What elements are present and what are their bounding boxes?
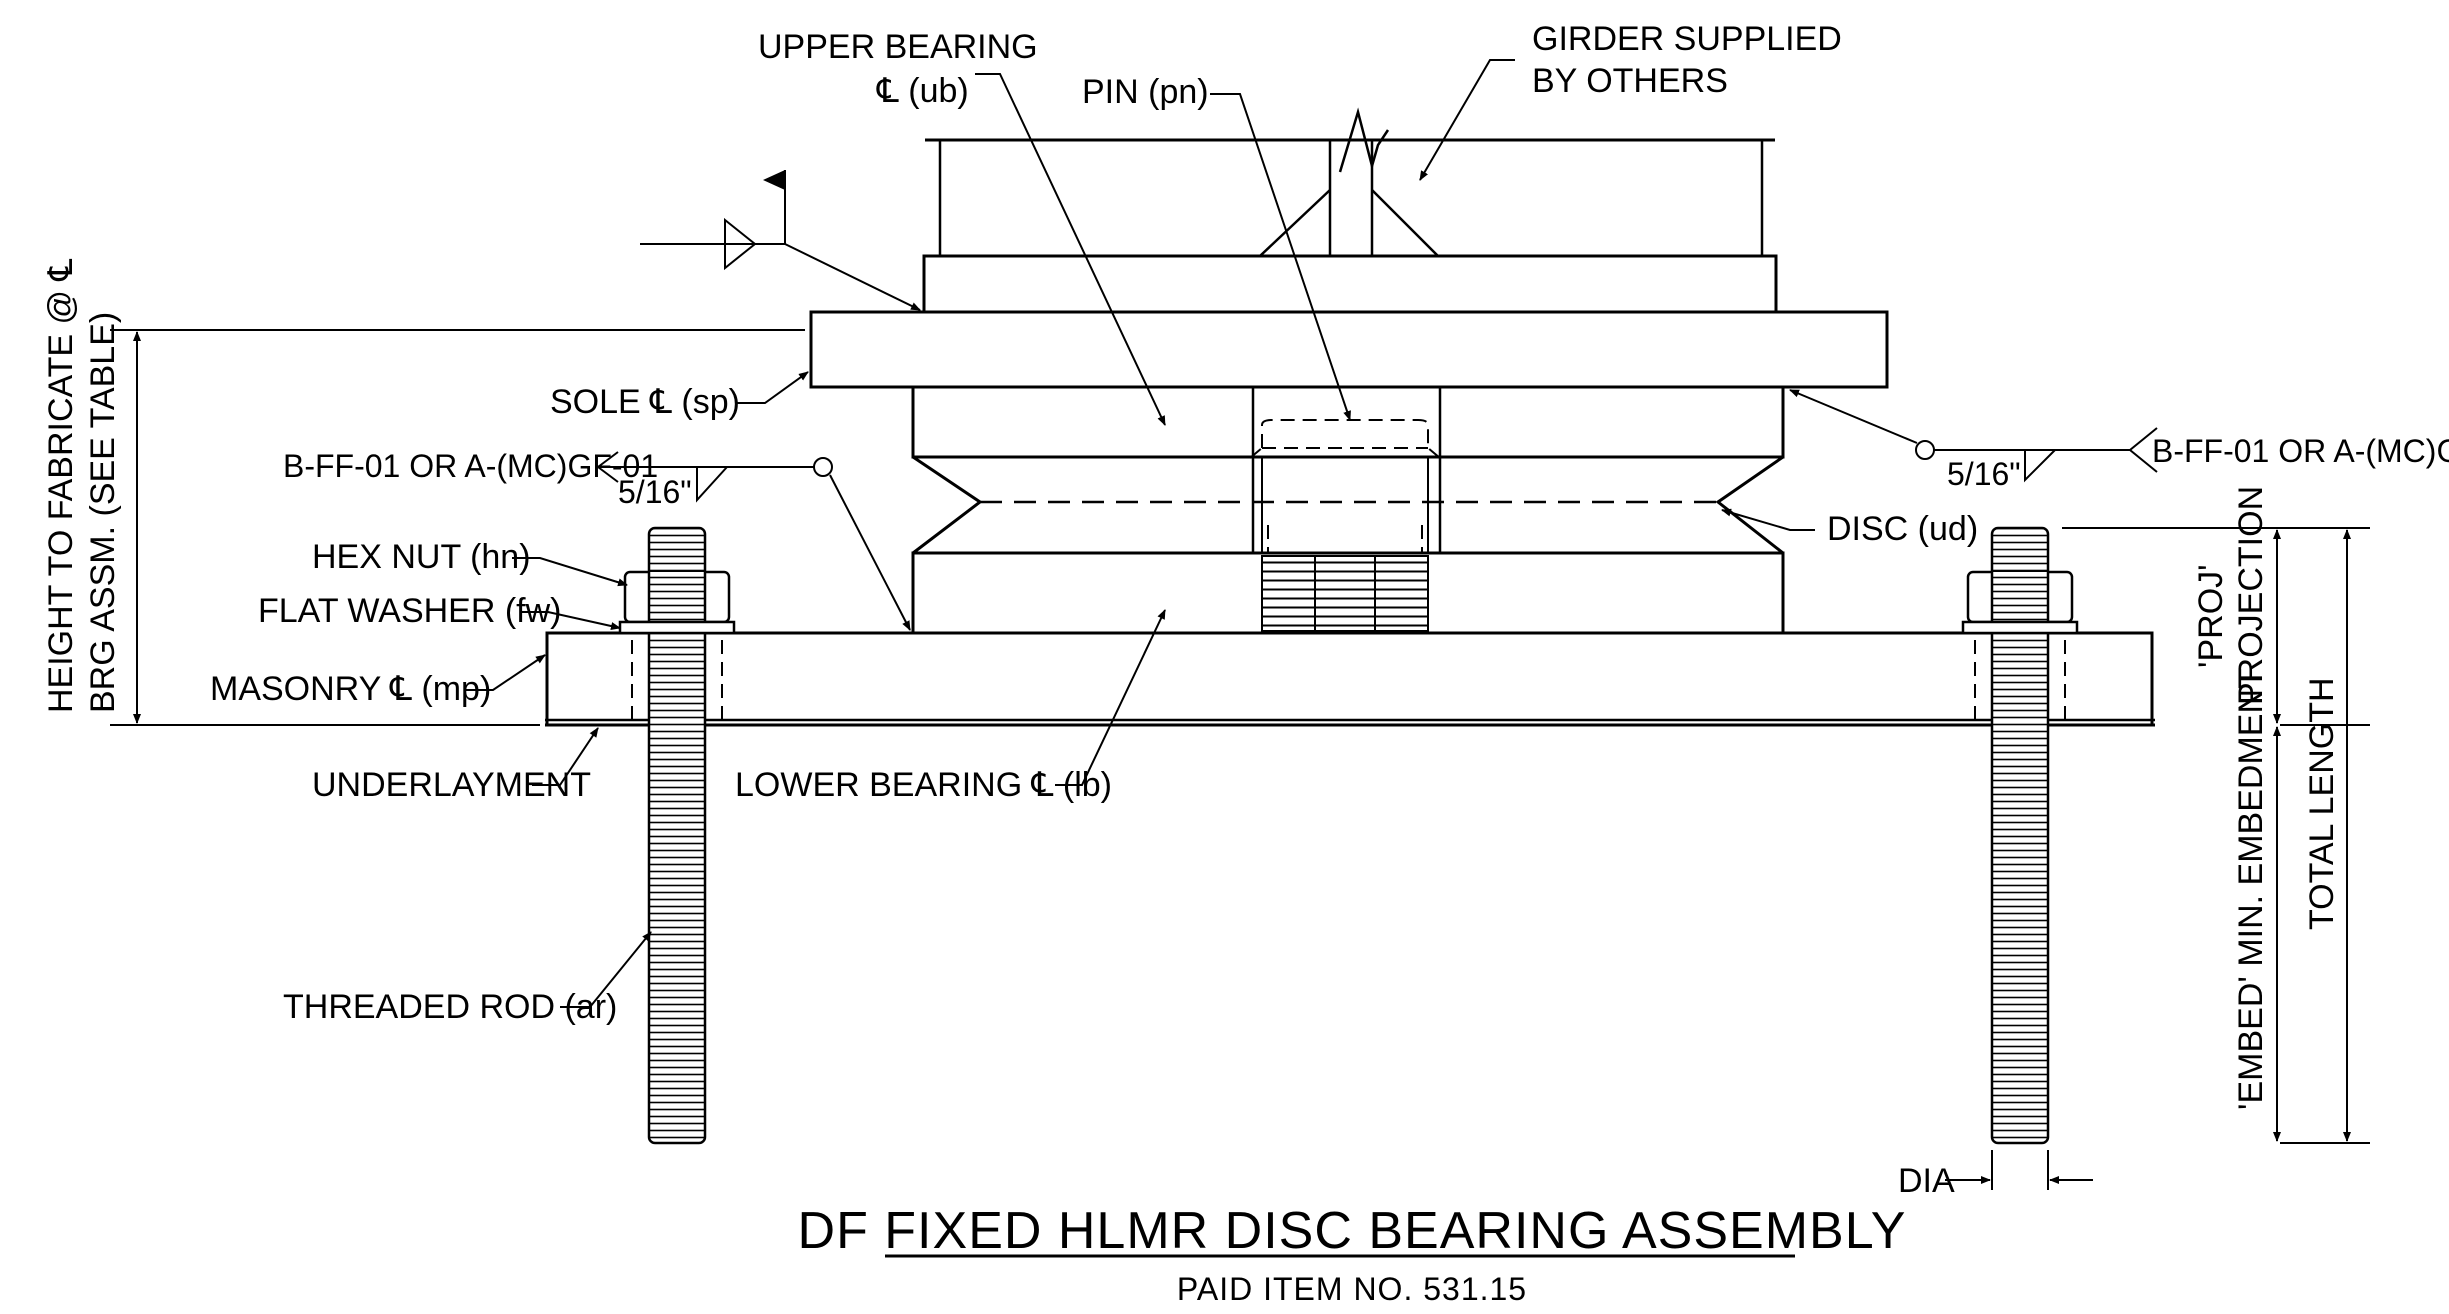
threaded-rod-left [631, 526, 723, 1145]
hex-nut-left [623, 570, 731, 624]
proj-dimension [2062, 527, 2370, 1144]
hex-nut-right [1966, 570, 2074, 624]
drawing-title: DF FIXED HLMR DISC BEARING ASSEMBLY [798, 1202, 1907, 1260]
weld-right-size: 5/16" [1947, 456, 2021, 492]
pin-label: PIN (pn) [1082, 73, 1209, 111]
upper-bearing-label-2: ℄ (ub) [876, 72, 969, 110]
drawing-subtitle: PAID ITEM NO. 531.15 [1177, 1271, 1527, 1307]
girder [925, 107, 1775, 257]
weld-symbol-top [640, 170, 921, 311]
threaded-rod-right [1974, 526, 2066, 1145]
girder-label-2: BY OTHERS [1532, 62, 1728, 100]
disc-label: DISC (ud) [1827, 510, 1978, 548]
pin [1249, 419, 1441, 553]
height-label-2: BRG ASSM. (SEE TABLE) [84, 312, 122, 713]
masonry-plate [545, 631, 2154, 727]
flat-washer-left [618, 620, 736, 635]
hex-nut-label: HEX NUT (hn) [312, 538, 531, 576]
flat-washer-label: FLAT WASHER (fw) [258, 592, 562, 630]
sole-plate [809, 310, 1889, 389]
height-label: HEIGHT TO FABRICATE @ ℄ [42, 258, 80, 713]
weld-right-label: B-FF-01 OR A-(MC)GF-0 [2152, 433, 2449, 469]
weld-left-label: B-FF-01 OR A-(MC)GF-01 [283, 448, 658, 484]
leader-lines [465, 59, 1815, 1008]
dia-label: DIA [1898, 1162, 1955, 1200]
dia-dimension [1945, 1150, 2093, 1190]
weld-left-size: 5/16" [618, 474, 692, 510]
total-length-label: TOTAL LENGTH [2303, 677, 2341, 930]
sole-plate-label: SOLE ℄ (sp) [550, 383, 740, 421]
girder-label: GIRDER SUPPLIED [1532, 20, 1842, 58]
proj-label: 'PROJ' [2192, 564, 2230, 668]
flat-washer-right [1961, 620, 2079, 635]
threaded-rod-label: THREADED ROD (ar) [283, 988, 617, 1026]
proj-label-2: PROJECTION [2232, 486, 2270, 705]
weld-symbol-left [597, 451, 911, 631]
embed-label: 'EMBED' MIN. EMBEDMENT [2232, 668, 2270, 1110]
disc [912, 455, 1784, 555]
masonry-plate-label: MASONRY ℄ (mp) [210, 670, 491, 708]
upper-bearing-label: UPPER BEARING [758, 28, 1038, 66]
upper-bearing-plate [911, 385, 1785, 459]
height-dimension [110, 329, 805, 726]
upper-bearing-top [922, 254, 1778, 314]
underlayment-label: UNDERLAYMENT [312, 766, 591, 804]
lower-bearing-label: LOWER BEARING ℄ (lb) [735, 766, 1112, 804]
weld-symbol-right [1789, 389, 2158, 483]
